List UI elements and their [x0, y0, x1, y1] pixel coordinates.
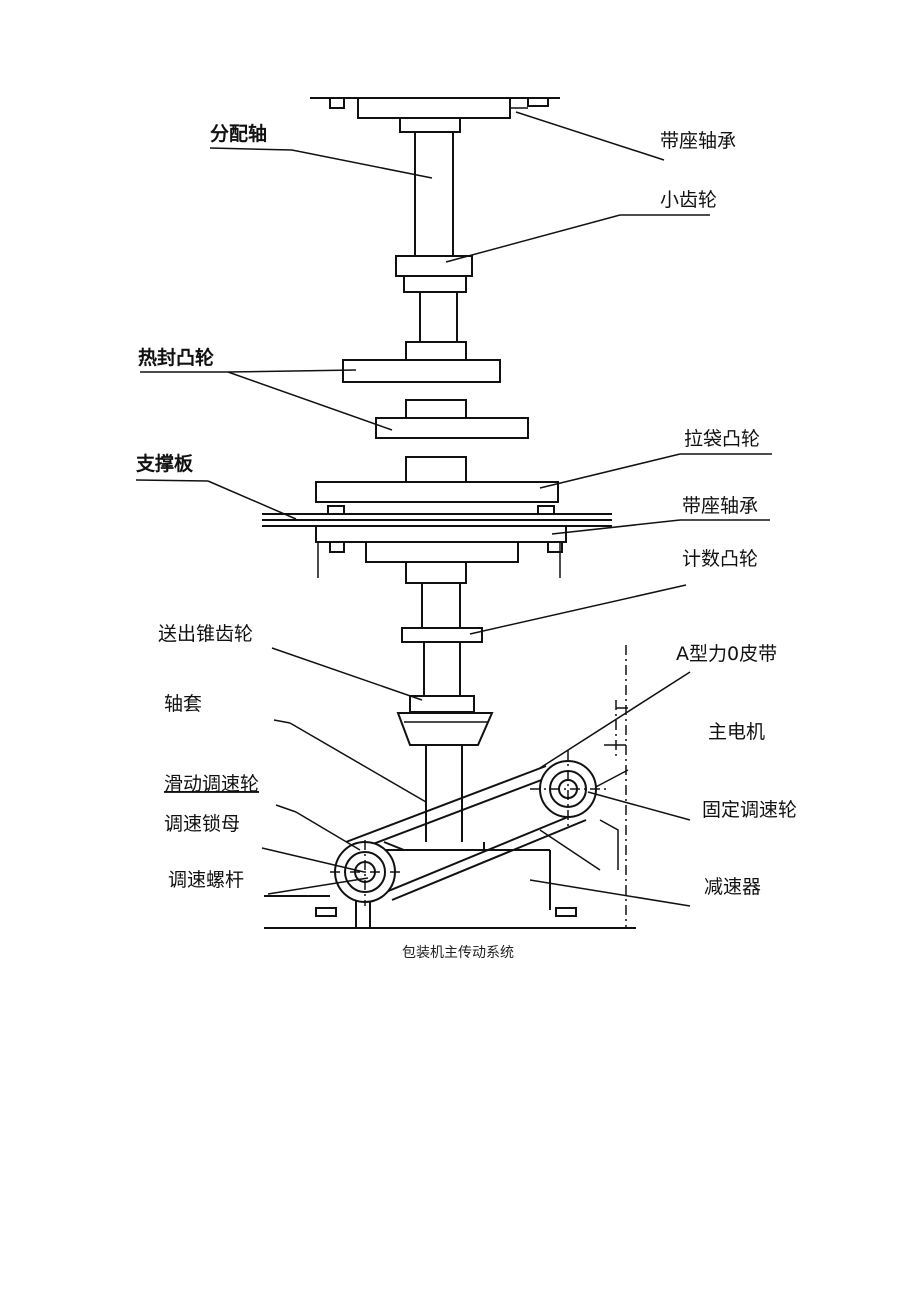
sliding-speed-wheel: [330, 840, 400, 906]
label-bag-pull-cam: 拉袋凸轮: [684, 428, 760, 450]
heat-seal-cams: [342, 341, 529, 439]
fixed-speed-wheel: [530, 750, 610, 830]
label-v-belt: A型力0皮带: [676, 643, 777, 665]
distribution-shaft: [399, 117, 463, 842]
label-main-motor: 主电机: [708, 721, 765, 743]
label-bearing-top: 带座轴承: [660, 130, 736, 152]
output-bevel-gear: [396, 695, 494, 746]
bag-pull-cam: [315, 456, 559, 503]
label-distribution-shaft: 分配轴: [210, 122, 267, 145]
label-counting-cam: 计数凸轮: [682, 548, 758, 570]
small-gear: [395, 255, 473, 293]
motor-frame: [539, 645, 629, 928]
support-plate: [262, 505, 612, 584]
counting-cam: [401, 627, 483, 643]
label-small-gear: 小齿轮: [660, 189, 717, 211]
label-heat-seal-cam: 热封凸轮: [138, 346, 214, 369]
label-support-plate: 支撑板: [135, 452, 194, 475]
label-speed-screw: 调速螺杆: [168, 869, 244, 891]
figure-caption: 包装机主传动系统: [402, 945, 514, 961]
reducer-housing: [264, 841, 636, 929]
label-shaft-sleeve: 轴套: [164, 693, 202, 715]
leader-lines: [135, 111, 772, 907]
v-belt: [345, 765, 587, 901]
label-output-bevel-gear: 送出锥齿轮: [158, 623, 253, 645]
label-bearing-mid: 带座轴承: [682, 495, 758, 517]
label-fixed-speed-wheel: 固定调速轮: [702, 799, 797, 821]
labels: 分配轴 带座轴承 小齿轮 热封凸轮 拉袋凸轮 支撑板 带座轴承 计数凸轮 送出锥…: [135, 122, 797, 961]
label-sliding-speed-wheel: 滑动调速轮: [164, 773, 259, 795]
label-speed-lock-nut: 调速锁母: [164, 813, 240, 835]
top-bearing-housing: [310, 97, 560, 119]
label-reducer: 减速器: [704, 876, 761, 898]
